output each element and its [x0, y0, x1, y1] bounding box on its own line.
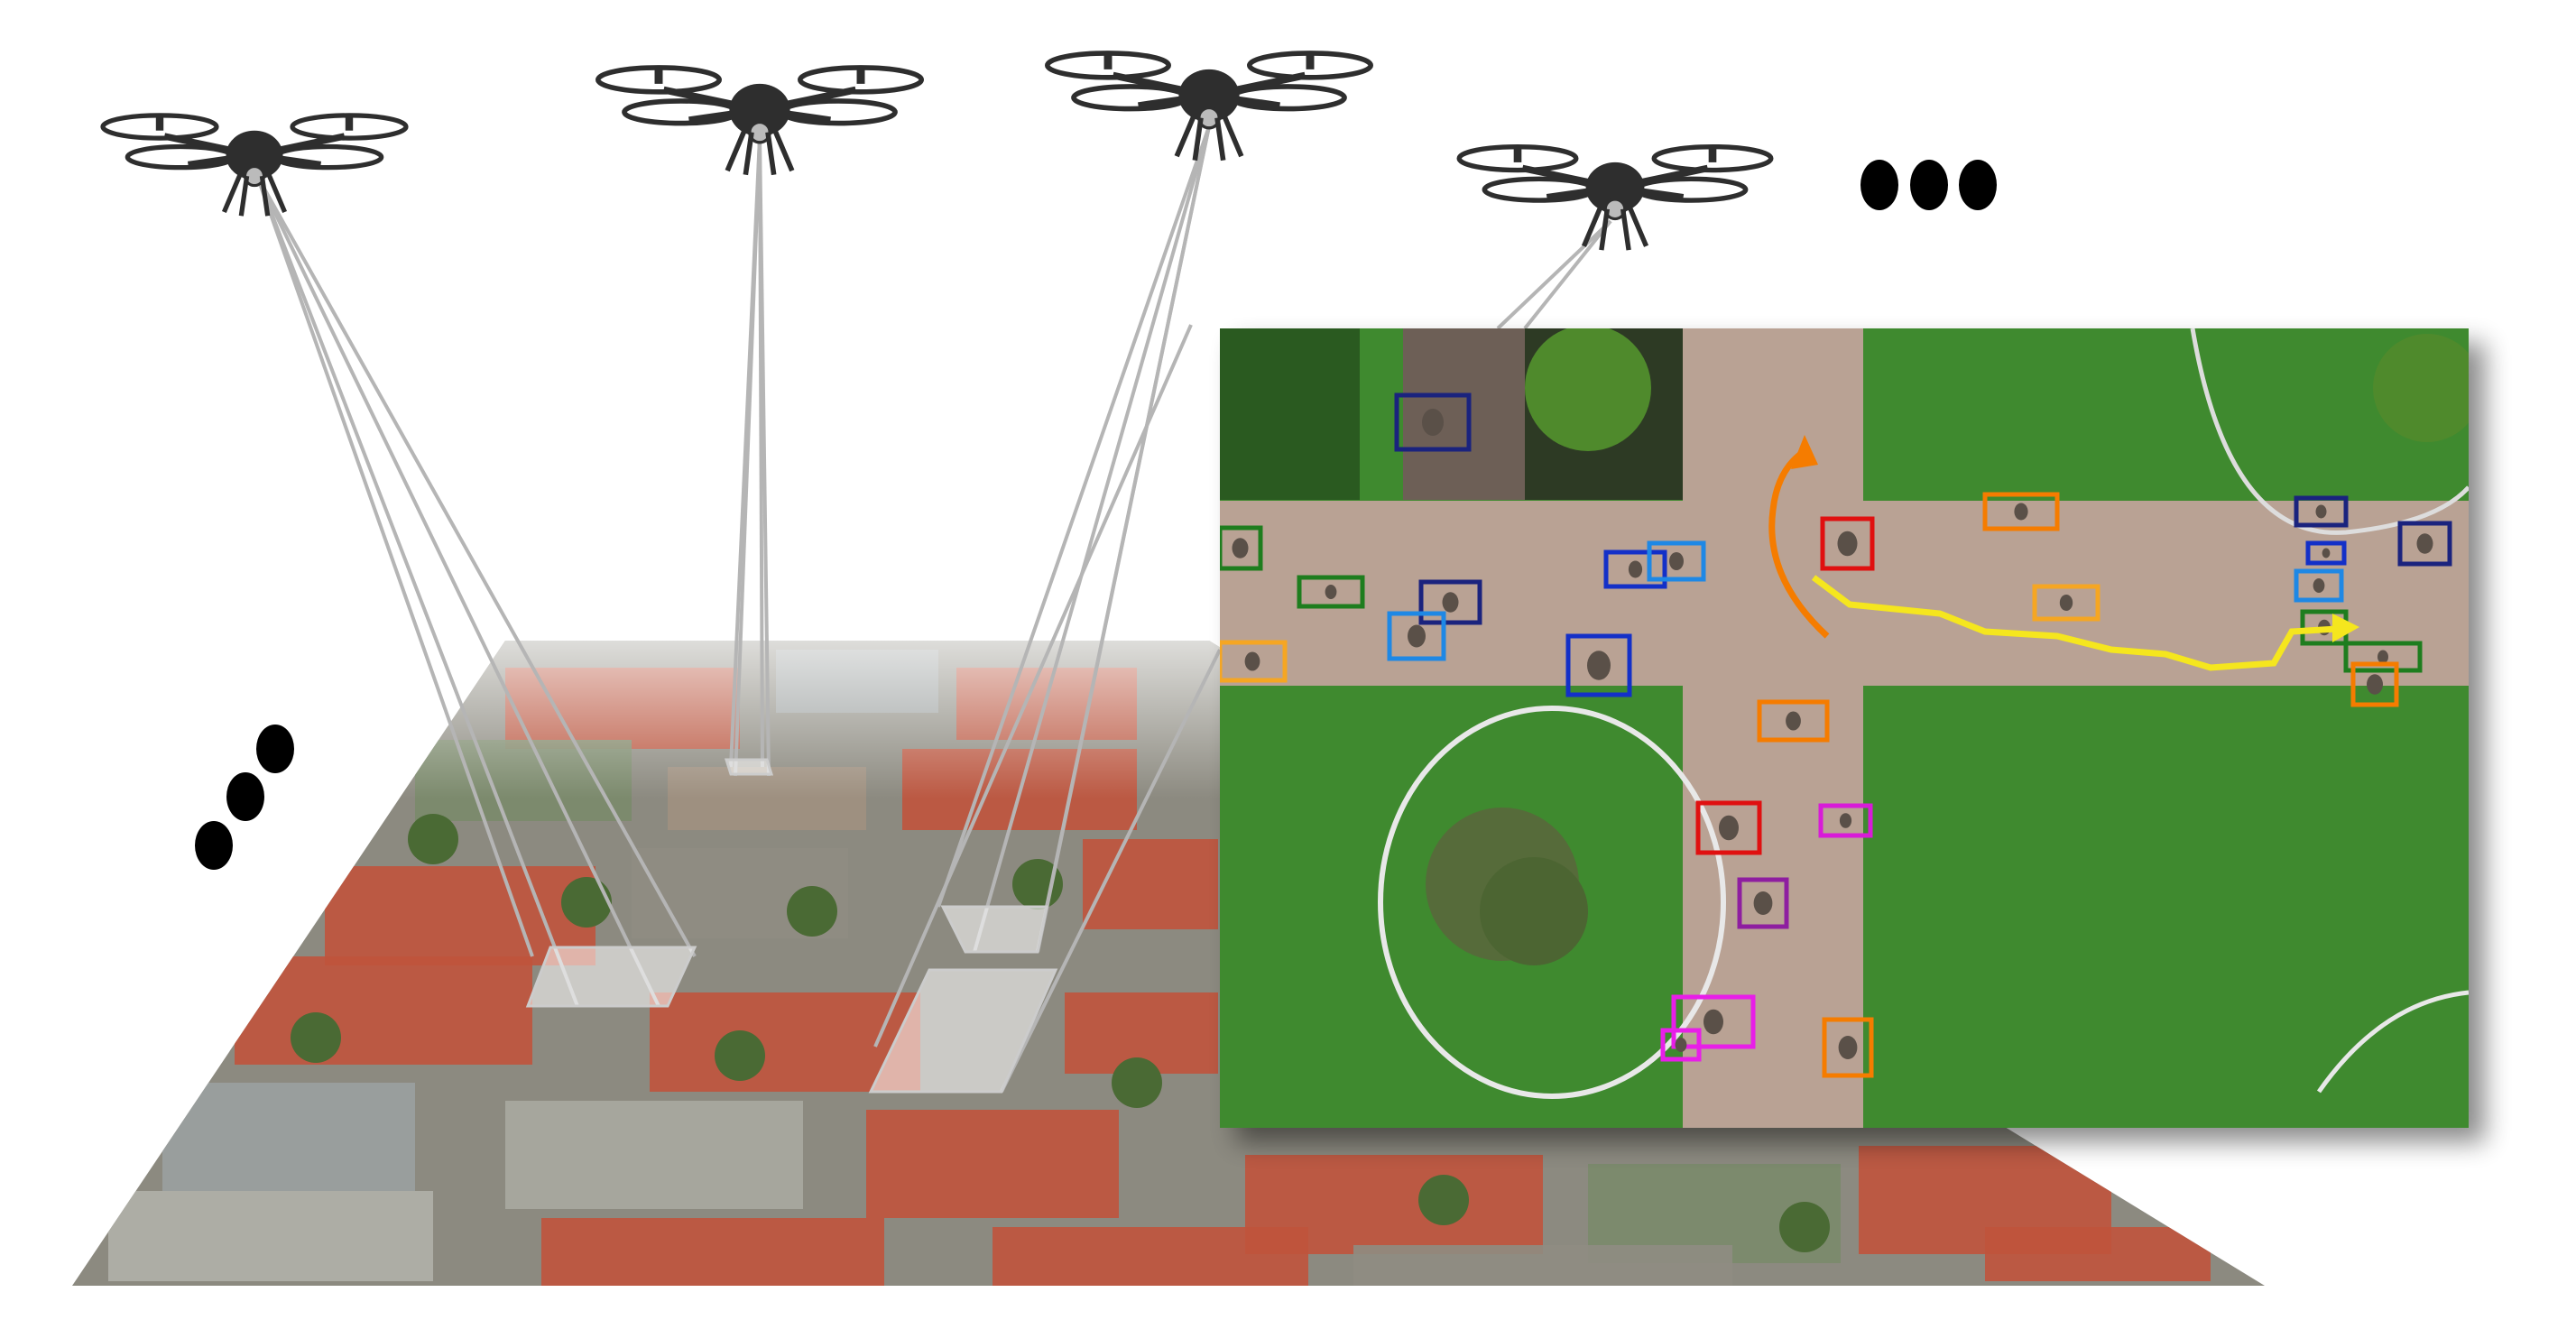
- pedestrian: [1408, 624, 1426, 648]
- detection-box: [1757, 699, 1830, 743]
- detection-box: [1818, 803, 1873, 838]
- trajectory-orange: [1768, 448, 1830, 639]
- pedestrian: [1837, 531, 1858, 557]
- detection-box: [2343, 641, 2423, 673]
- detection-box: [1394, 392, 1472, 452]
- detection-box: [2397, 521, 2452, 567]
- more-drones-ellipsis-horizontal: [1860, 160, 1997, 210]
- pedestrian: [1839, 813, 1852, 828]
- camera-beams: [255, 125, 1612, 1093]
- pedestrian: [2059, 595, 2073, 611]
- pedestrian: [2313, 578, 2325, 593]
- pedestrian: [1325, 585, 1337, 599]
- pedestrian: [1244, 651, 1260, 671]
- pedestrian: [1442, 592, 1459, 613]
- detection-box: [1982, 492, 2060, 531]
- detection-boxes: [1220, 392, 2452, 1078]
- detection-box: [2350, 661, 2399, 707]
- drone-icon: [103, 115, 406, 216]
- detection-box: [1418, 579, 1482, 625]
- pedestrian: [1838, 1036, 1858, 1059]
- detection-box: [1603, 549, 1667, 589]
- pedestrian: [1587, 651, 1611, 680]
- detection-box: [2032, 584, 2101, 622]
- detection-box: [1565, 633, 1632, 697]
- pedestrian: [1786, 711, 1801, 731]
- detection-box: [1647, 540, 1706, 582]
- pedestrian: [2367, 674, 2383, 695]
- drone-icon: [1459, 147, 1771, 250]
- detection-box: [1695, 800, 1762, 855]
- detection-box: [1660, 1028, 1702, 1062]
- pedestrian: [1669, 552, 1684, 570]
- detection-box: [1297, 575, 1365, 609]
- pedestrian: [1675, 1038, 1687, 1052]
- camera-footprints: [525, 758, 1058, 1094]
- more-drones-ellipsis-diagonal: [195, 725, 294, 870]
- detection-box: [1220, 525, 1263, 571]
- pedestrian: [1232, 538, 1249, 558]
- detection-box: [1387, 611, 1446, 661]
- pedestrian: [1703, 1009, 1723, 1035]
- trajectory-yellow: [1811, 575, 2338, 671]
- detection-box: [1820, 516, 1875, 571]
- detection-box: [1822, 1017, 1874, 1078]
- detection-box: [2294, 495, 2349, 528]
- drone-icon: [1048, 53, 1371, 161]
- detection-box: [2294, 568, 2344, 603]
- detection-box: [1737, 877, 1789, 929]
- pedestrian: [2315, 504, 2327, 519]
- pedestrian: [1753, 891, 1773, 915]
- pedestrian: [2014, 503, 2028, 521]
- pedestrian: [2377, 650, 2388, 664]
- pedestrian: [1719, 815, 1739, 841]
- detection-box: [1671, 994, 1756, 1049]
- pedestrian: [2322, 548, 2331, 558]
- pedestrian: [1422, 409, 1444, 436]
- pedestrian: [1628, 560, 1643, 578]
- detection-box: [1220, 640, 1288, 683]
- detection-box: [2305, 540, 2347, 566]
- drone-view-inset: [1220, 328, 2485, 1142]
- pedestrian: [2416, 533, 2433, 554]
